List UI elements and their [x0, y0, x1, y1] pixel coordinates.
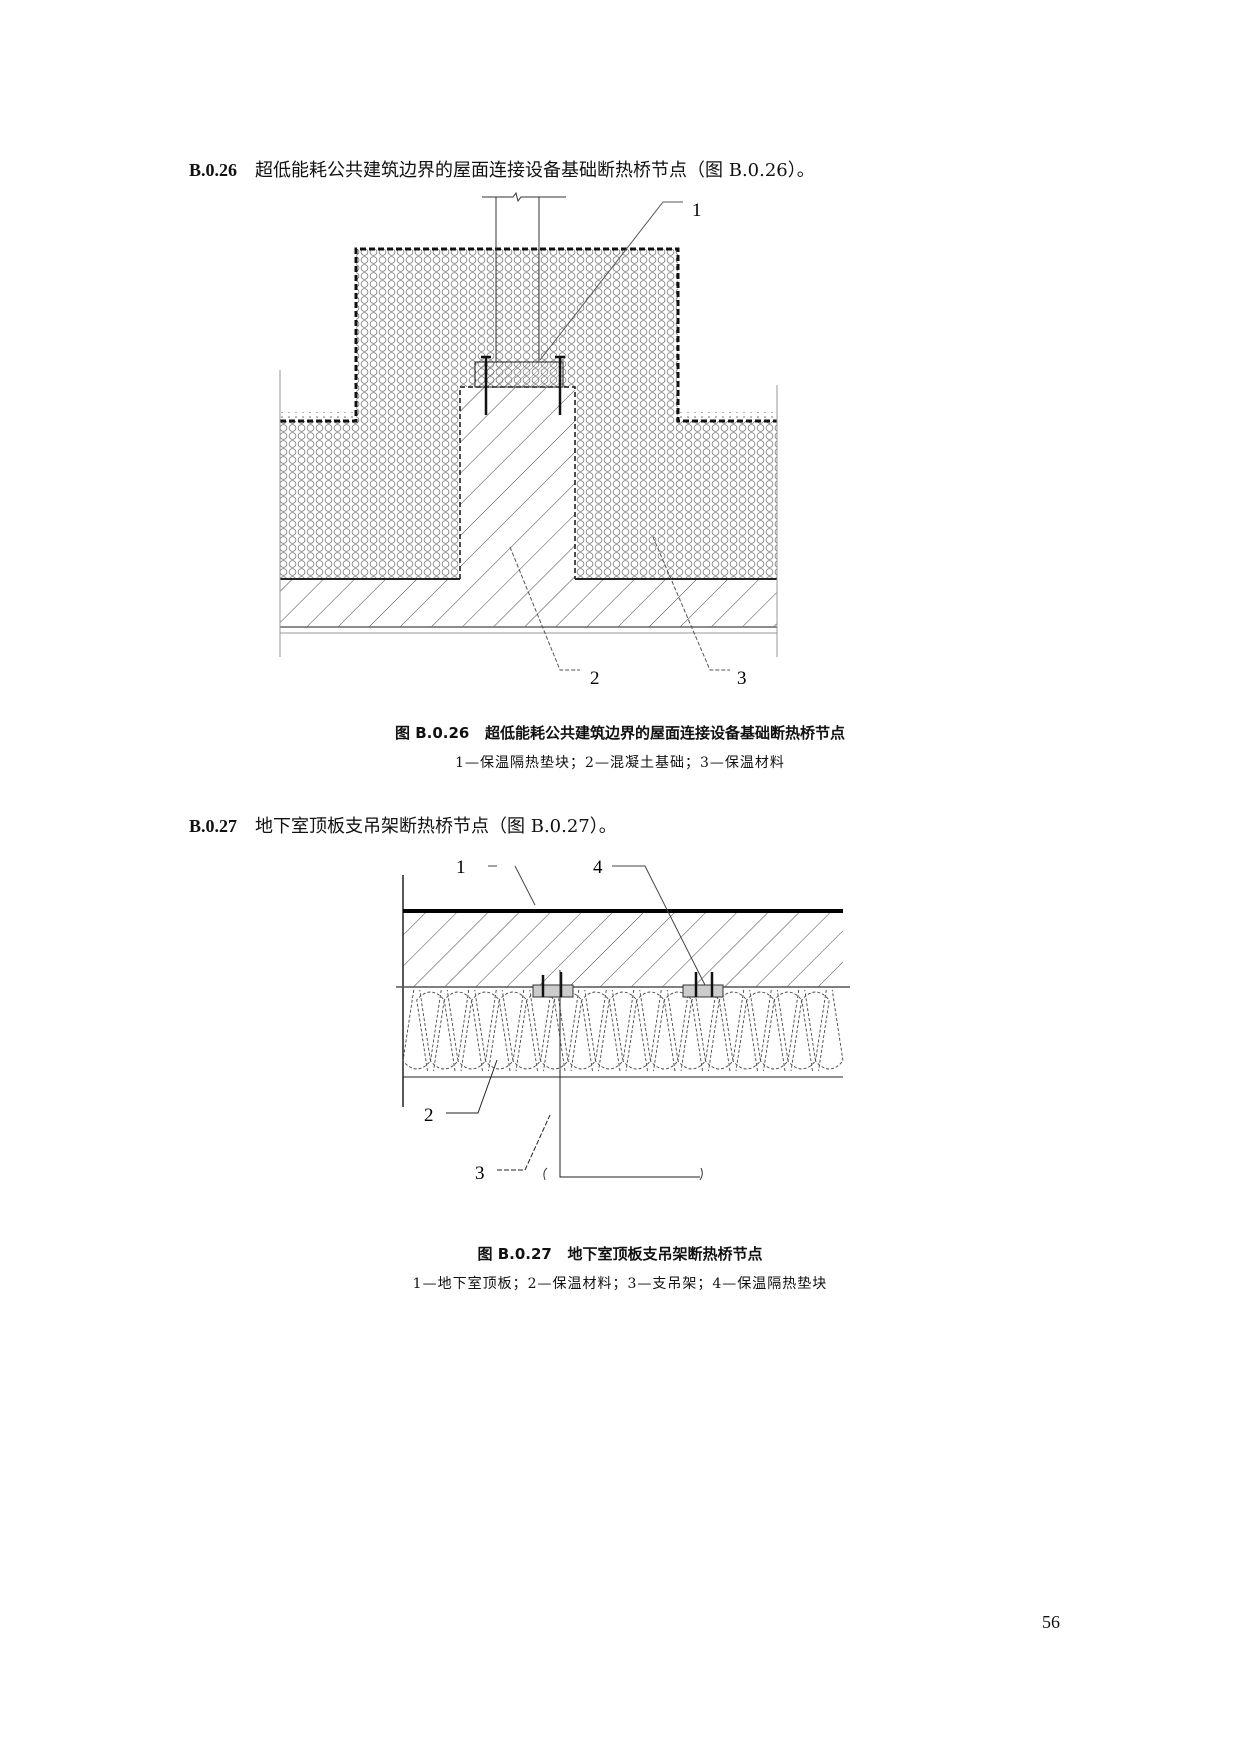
basement-roof-slab: [403, 911, 843, 987]
figure-b026-title: 图 B.0.26 超低能耗公共建筑边界的屋面连接设备基础断热桥节点: [0, 722, 1240, 743]
callout-2: 2: [424, 1105, 434, 1126]
callout-3: 3: [475, 1163, 485, 1184]
figure-b027-legend: 1—地下室顶板；2—保温材料；3—支吊架；4—保温隔热垫块: [412, 1276, 828, 1292]
callout-3: 3: [737, 668, 747, 689]
callout-1: 1: [692, 200, 702, 221]
section-text: 超低能耗公共建筑边界的屋面连接设备基础断热桥节点（图 B.0.26）。: [255, 160, 815, 181]
callout-4: 4: [593, 857, 603, 878]
figure-title: 超低能耗公共建筑边界的屋面连接设备基础断热桥节点: [485, 724, 846, 742]
concrete-foundation: [460, 387, 575, 579]
insulation-material: [402, 989, 844, 1072]
figure-b026: 1 2 3: [279, 191, 778, 689]
section-number: B.0.26: [189, 160, 238, 180]
figure-number: 图 B.0.26: [394, 724, 470, 742]
callout-leader-1: [539, 201, 683, 361]
figure-b027: 1 4 2 3: [396, 857, 850, 1184]
hanger-bracket: [559, 970, 700, 1178]
callout-2: 2: [590, 668, 600, 689]
concrete-slab: [280, 579, 777, 627]
thermal-pad: [532, 984, 574, 998]
figure-b026-legend: 1—保温隔热垫块；2—混凝土基础；3—保温材料: [455, 755, 785, 771]
insulation-material: [280, 249, 777, 579]
page-number: 56: [1042, 1612, 1060, 1632]
thermal-pad: [682, 984, 724, 998]
section-number: B.0.27: [189, 816, 238, 836]
figure-title: 地下室顶板支吊架断热桥节点: [567, 1245, 763, 1263]
callout-1: 1: [456, 857, 466, 878]
section-heading-b027: B.0.27 地下室顶板支吊架断热桥节点（图 B.0.27）。: [189, 812, 617, 838]
thermal-pad: [474, 361, 564, 388]
waterproof-layer: [280, 247, 777, 423]
figure-b027-title: 图 B.0.27 地下室顶板支吊架断热桥节点: [0, 1243, 1240, 1264]
section-heading-b026: B.0.26 超低能耗公共建筑边界的屋面连接设备基础断热桥节点（图 B.0.26）…: [189, 156, 815, 182]
section-text: 地下室顶板支吊架断热桥节点（图 B.0.27）。: [255, 816, 617, 837]
figure-number: 图 B.0.27: [477, 1245, 552, 1263]
